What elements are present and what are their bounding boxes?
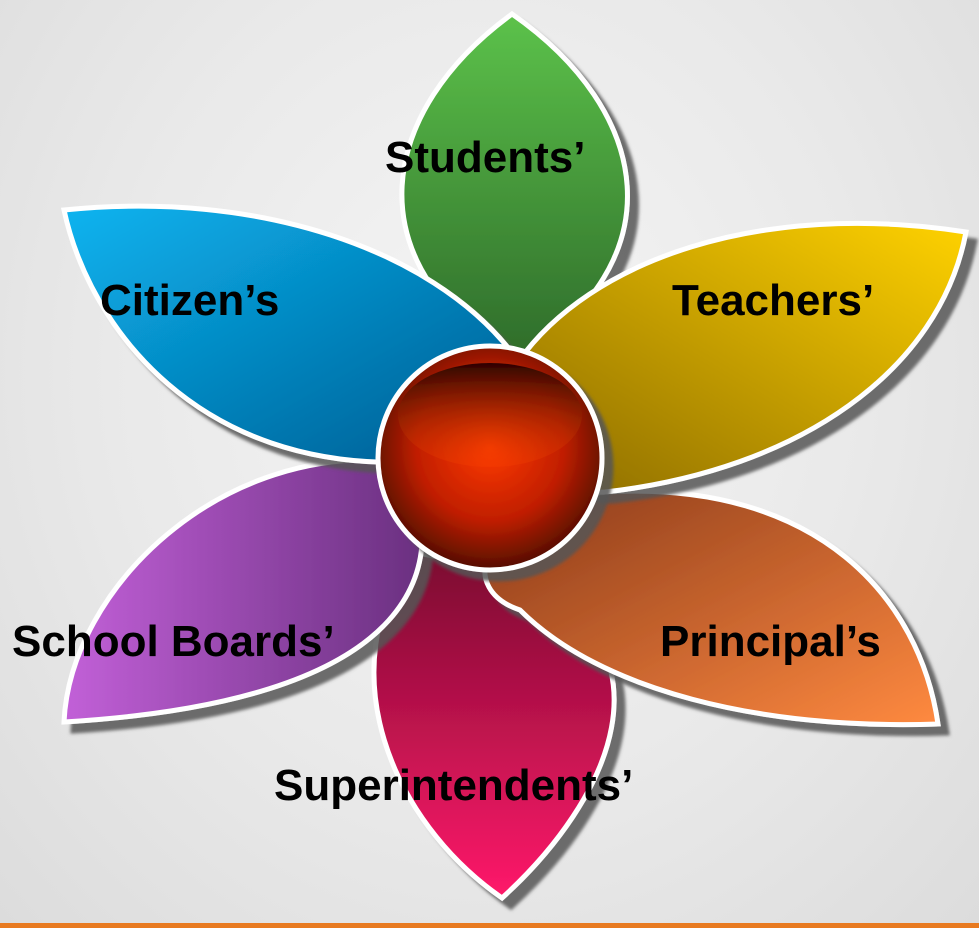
label-teachers: Teachers’ [672, 276, 874, 325]
label-students: Students’ [385, 133, 585, 182]
label-superintendents: Superintendents’ [274, 761, 633, 810]
petal-school-boards [61, 457, 425, 725]
label-citizens: Citizen’s [100, 276, 279, 325]
label-principals: Principal’s [660, 617, 881, 666]
label-school-boards: School Boards’ [12, 617, 335, 666]
bottom-accent-bar [0, 923, 979, 928]
center-circle [375, 343, 605, 573]
